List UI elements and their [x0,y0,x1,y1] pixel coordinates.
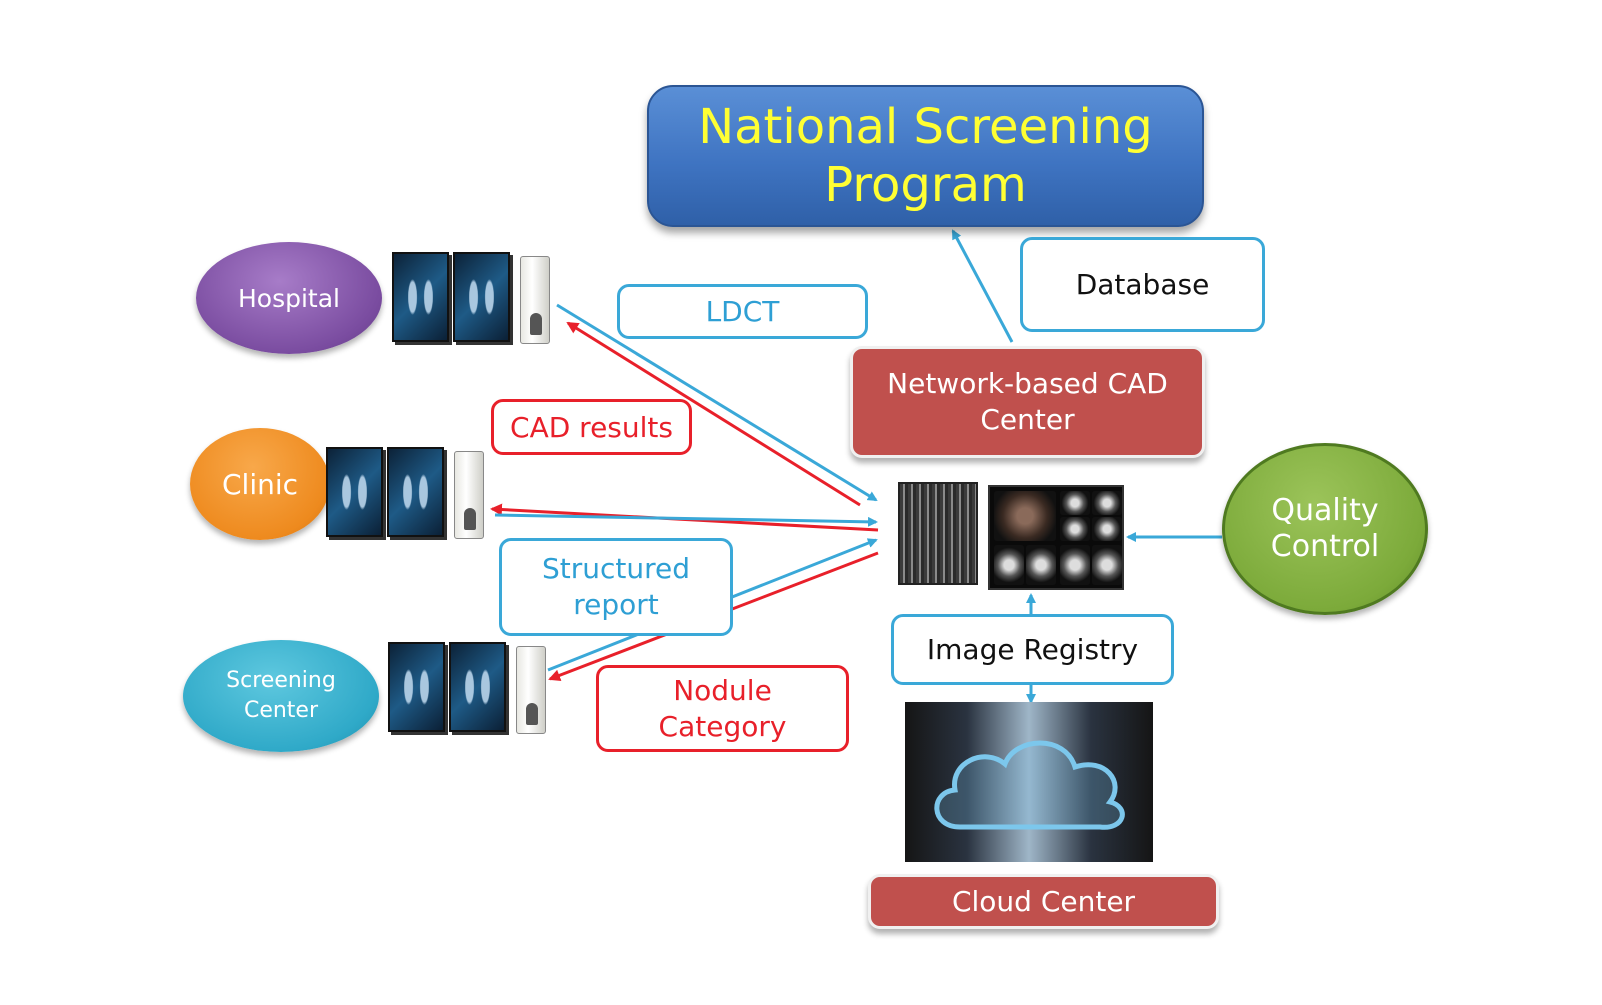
cad-screens-image [988,485,1124,590]
cad-results-label: CAD results [491,399,692,455]
image-registry-text: Image Registry [926,633,1139,666]
hospital-cad-arrow [566,321,861,507]
cloud-center-box: Cloud Center [868,874,1219,929]
database-text: Database [1075,268,1210,301]
structured-report-label: Structured report [499,538,733,636]
screening-label-line-2: Center [243,698,319,723]
cloud-datacenter-image [905,702,1153,862]
structured-line-1: Structured [541,552,691,585]
title-line-1: National Screening [698,99,1153,155]
quality-control-node: Quality Control [1222,443,1428,615]
ldct-text: LDCT [705,295,780,328]
national-screening-program-box: National Screening Program [647,85,1204,227]
quality-label-line-2: Control [1270,529,1380,564]
title-line-2: Program [824,157,1027,213]
screening-label-line-1: Screening [226,668,336,693]
clinic-node: Clinic [190,428,330,540]
cad-center-line-2: Center [980,403,1075,436]
cloud-icon [934,740,1125,830]
ldct-label: LDCT [617,284,868,339]
hospital-label: Hospital [237,283,340,313]
structured-line-2: report [573,588,659,621]
hospital-node: Hospital [196,242,382,354]
cad-center-line-1: Network-based CAD [887,367,1168,400]
image-registry-box: Image Registry [891,614,1174,685]
server-rack-icon [898,482,978,585]
database-box: Database [1020,237,1265,332]
clinic-ldct-arrow [494,513,878,527]
cloud-center-text: Cloud Center [951,885,1136,918]
nodule-category-label: Nodule Category [596,665,849,752]
cad-results-text: CAD results [510,410,673,444]
cad-to-program-arrow [951,229,1014,343]
clinic-label: Clinic [221,467,299,501]
quality-label-line-1: Quality [1271,493,1379,528]
cad-center-box: Network-based CAD Center [850,346,1205,458]
nodule-line-2: Category [658,709,787,743]
hospital-ldct-arrow [556,303,878,502]
screening-center-node: Screening Center [183,640,379,752]
nodule-line-1: Nodule [673,673,772,707]
